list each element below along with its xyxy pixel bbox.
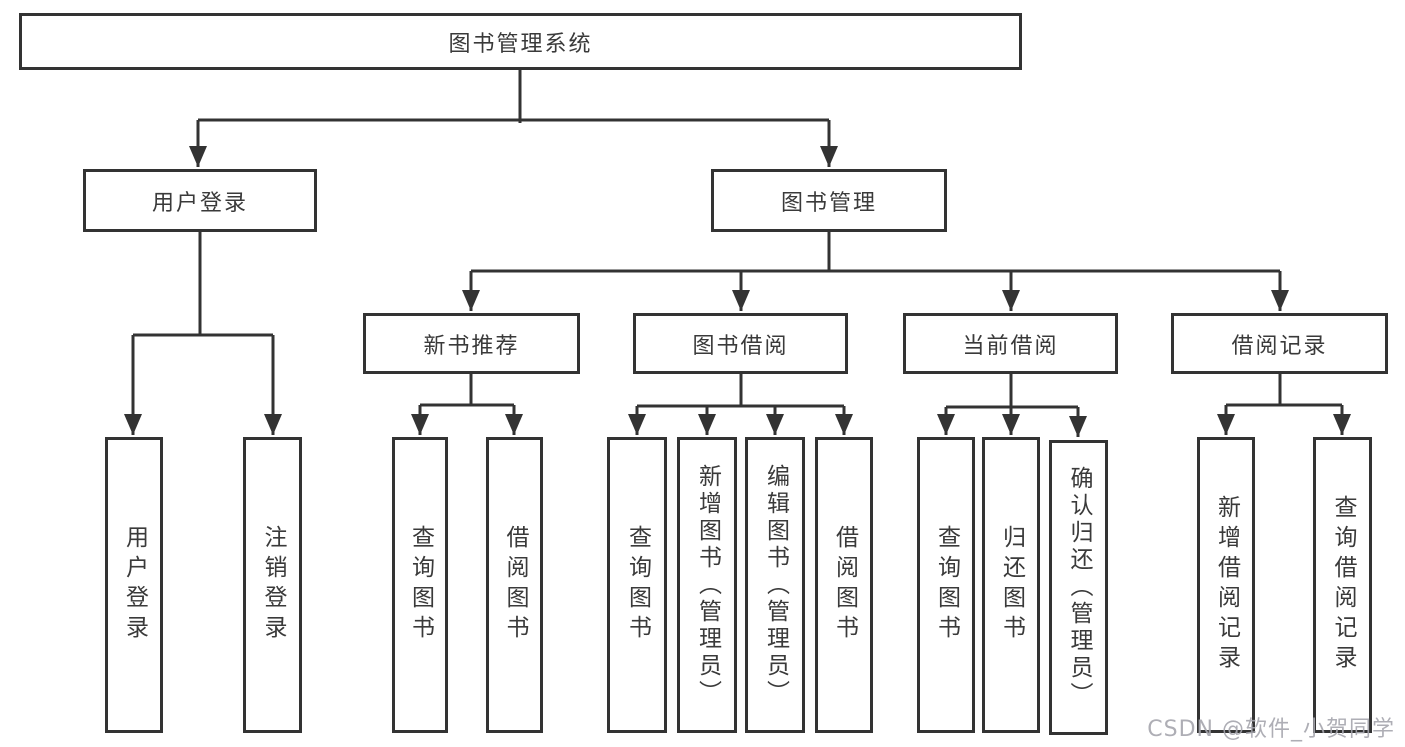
leaf-rec-query-books-label: 查询图书 (407, 525, 434, 645)
leaf-bb-add-books-label: 新增图书（管理员） (694, 463, 721, 707)
book-management-node-label: 图书管理 (780, 190, 877, 216)
leaf-cb-query-books-label: 查询图书 (933, 525, 960, 645)
leaf-user-login: 用户登录 (105, 437, 163, 733)
root-node-label: 图书管理系统 (448, 31, 593, 57)
book-management-node: 图书管理 (711, 169, 947, 232)
leaf-cb-return-books-label: 归还图书 (998, 525, 1025, 645)
leaf-bb-query-books-label: 查询图书 (624, 525, 651, 645)
leaf-cb-confirm-return: 确认归还（管理员） (1049, 440, 1108, 735)
leaf-cb-query-books: 查询图书 (917, 437, 975, 733)
leaf-bb-borrow-books: 借阅图书 (815, 437, 873, 733)
leaf-br-query-record-label: 查询借阅记录 (1330, 495, 1356, 675)
leaf-bb-edit-books-label: 编辑图书（管理员） (762, 463, 789, 707)
book-borrow-label: 图书借阅 (692, 333, 789, 359)
new-book-recommend-node: 新书推荐 (363, 313, 580, 374)
leaf-rec-borrow-books-label: 借阅图书 (502, 525, 528, 645)
leaf-br-add-record-label: 新增借阅记录 (1213, 495, 1240, 675)
leaf-bb-query-books: 查询图书 (607, 437, 667, 733)
root-node: 图书管理系统 (19, 13, 1022, 70)
leaf-user-login-label: 用户登录 (121, 525, 148, 645)
user-login-node: 用户登录 (83, 169, 317, 232)
book-borrow-node: 图书借阅 (633, 313, 848, 374)
current-borrow-label: 当前借阅 (962, 333, 1059, 359)
leaf-bb-borrow-books-label: 借阅图书 (831, 525, 858, 645)
leaf-logout: 注销登录 (243, 437, 302, 733)
leaf-rec-borrow-books: 借阅图书 (486, 437, 543, 733)
leaf-cb-confirm-return-label: 确认归还（管理员） (1066, 466, 1092, 709)
leaf-logout-label: 注销登录 (260, 525, 286, 645)
leaf-rec-query-books: 查询图书 (392, 437, 448, 733)
leaf-cb-return-books: 归还图书 (982, 437, 1040, 733)
leaf-br-add-record: 新增借阅记录 (1197, 437, 1255, 733)
leaf-br-query-record: 查询借阅记录 (1313, 437, 1372, 733)
leaf-bb-add-books: 新增图书（管理员） (677, 437, 737, 733)
borrow-record-label: 借阅记录 (1231, 333, 1328, 359)
leaf-bb-edit-books: 编辑图书（管理员） (745, 437, 805, 733)
borrow-record-node: 借阅记录 (1171, 313, 1388, 374)
user-login-node-label: 用户登录 (151, 190, 248, 216)
current-borrow-node: 当前借阅 (903, 313, 1118, 374)
new-book-recommend-label: 新书推荐 (423, 333, 520, 359)
